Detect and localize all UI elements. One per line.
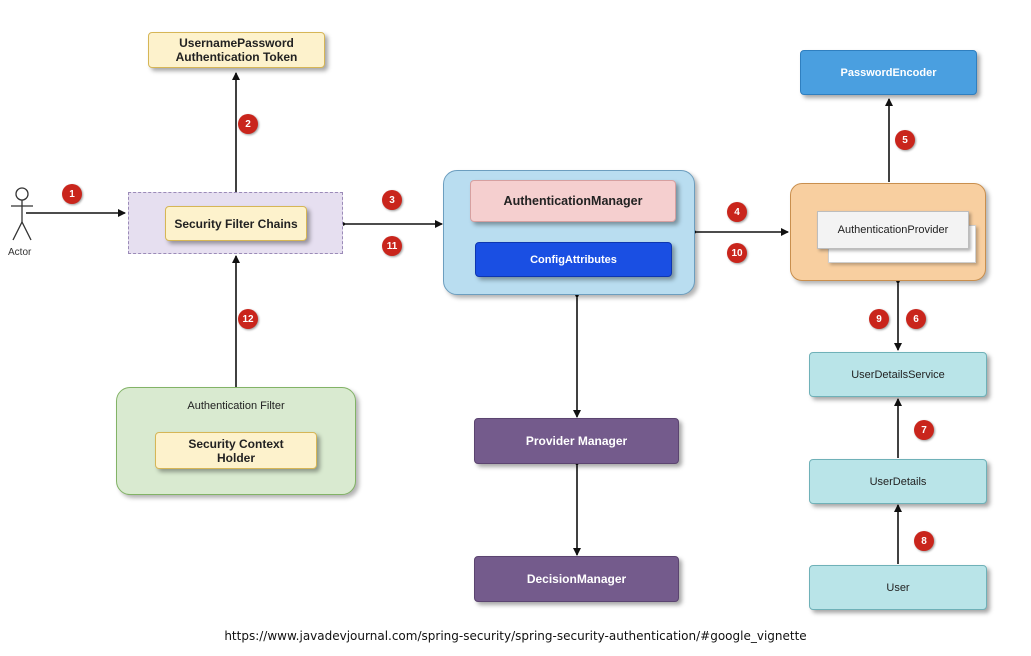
authentication-filter-label: Authentication Filter <box>187 400 285 412</box>
username-password-token-node: UsernamePassword Authentication Token <box>148 32 325 68</box>
step-badge-1: 1 <box>62 184 82 204</box>
step-badge-10: 10 <box>727 243 747 263</box>
step-badge-6: 6 <box>906 309 926 329</box>
authentication-manager-node: AuthenticationManager <box>470 180 676 222</box>
security-filter-chains-node: Security Filter Chains <box>165 206 307 241</box>
step-badge-9: 9 <box>869 309 889 329</box>
user-details-service-node: UserDetailsService <box>809 352 987 397</box>
actor-icon <box>11 187 33 241</box>
actor-label: Actor <box>8 247 32 258</box>
step-badge-11: 11 <box>382 236 402 256</box>
security-context-holder-node: Security Context Holder <box>155 432 317 469</box>
config-attributes-node: ConfigAttributes <box>475 242 672 277</box>
authentication-provider-node: AuthenticationProvider <box>817 211 969 249</box>
source-url-caption: https://www.javadevjournal.com/spring-se… <box>224 629 807 643</box>
provider-manager-node: Provider Manager <box>474 418 679 464</box>
step-badge-3: 3 <box>382 190 402 210</box>
step-badge-5: 5 <box>895 130 915 150</box>
step-badge-7: 7 <box>914 420 934 440</box>
decision-manager-node: DecisionManager <box>474 556 679 602</box>
step-badge-4: 4 <box>727 202 747 222</box>
step-badge-8: 8 <box>914 531 934 551</box>
step-badge-2: 2 <box>238 114 258 134</box>
password-encoder-node: PasswordEncoder <box>800 50 977 95</box>
step-badge-12: 12 <box>238 309 258 329</box>
user-node: User <box>809 565 987 610</box>
user-details-node: UserDetails <box>809 459 987 504</box>
